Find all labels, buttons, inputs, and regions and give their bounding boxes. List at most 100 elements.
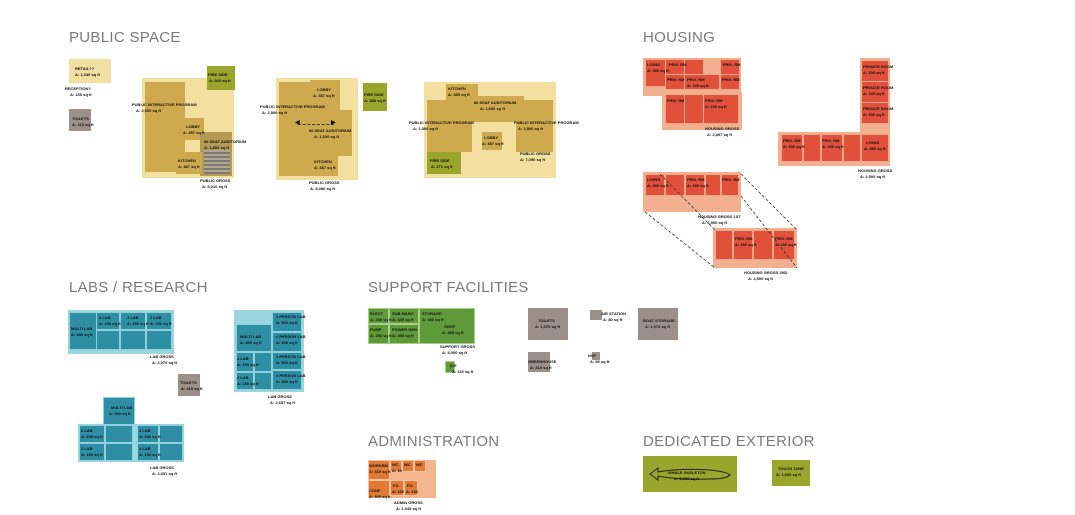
pip-1-label: PUBLIC INTERACTIVE PROGRAM [132,102,197,107]
sub-maint-block [389,308,419,324]
room-18-block [715,230,733,260]
kitchen-2-block [312,152,338,176]
public-gross-3-label: PUBLIC GROSS [520,151,551,156]
room-5-label: PRIV. RM [687,77,705,82]
lab-3a-label: 2 LAB [81,428,93,433]
wc-1-area: A: 15 [392,468,402,473]
auditorium-2-area: A: 1,600 sq ft [314,134,339,139]
touch-tank-area: A: 1,000 sq ft [776,472,801,477]
lab-3e-block [79,443,105,461]
public-gross-3-area: A: 7,050 sq ft [520,157,545,162]
housing-gross-2nd-area: A: 2,500 sq ft [748,276,773,281]
reception-label: RECEPTION? [65,86,91,91]
person-lab-4-area: A: 300 sq ft [276,379,298,384]
lab-1a-label: 2 LAB [99,315,111,320]
lab-2d-block [254,372,272,390]
lab-gross-2-area: A: 2,657 sq ft [270,400,295,405]
private-room-2-area: A: 150 sq ft [863,91,885,96]
room-21-area: A: 150 sq ft [775,242,797,247]
room-13-block [843,134,861,162]
pip-4-block [516,100,553,152]
lab-gross-3-label: LAB GROSS [150,465,174,470]
multi-lab-2-block [236,324,272,352]
room-5-area: A: 150 sq ft [687,83,709,88]
multi-lab-1-block [69,312,97,350]
room-17-label: PRIV. RM [722,177,740,182]
person-lab-3-label: 4 PERSON LAB [276,354,306,359]
fire-side-2-area: A: 358 sq ft [364,98,386,103]
auditorium-1-label: 86 SEAT AUDITORIUM [204,139,247,144]
fire-side-2-block [363,83,387,111]
shop-area: A: 455 sq ft [442,330,464,335]
lab-3g-label: 4 LAB [139,446,151,451]
fo-1-area: A: 150 [392,489,405,494]
lab-1f-block [146,330,172,350]
room-12-area: A: 150 sq ft [822,144,844,149]
wc-2-block [402,460,414,472]
lab-2a-area: A: 150 sq ft [237,362,259,367]
room-20-block [753,230,773,260]
section-title-exterior: DEDICATED EXTERIOR [643,433,815,450]
lab-3c-label: 4 LAB [139,428,151,433]
room-15-block [685,174,705,196]
lab-3e-area: A: 150 sq ft [81,452,103,457]
lab-1c-block [146,312,172,330]
lab-1a-area: A: 150 sq ft [99,321,121,326]
lab-1a-block [96,312,120,330]
ice-label: ICE [450,363,457,368]
room-21-block [773,230,795,260]
housing-gross-1st-label: HOUSING GROSS 1ST [698,214,741,219]
public-gross-1-area: A: 8,010 sq ft [202,184,227,189]
support-gross-label: SUPPORT GROSS [440,344,475,349]
ice-area: A: 115 sq ft [452,369,474,374]
workroom-label: WORKRM [369,463,388,468]
fire-side-2-label: FIRE SIDE [364,92,384,97]
person-lab-3-block [272,352,302,370]
lab-2c-block [236,372,254,390]
pump-block [368,324,389,344]
private-room-3-label: PRIVATE ROOM [863,106,894,111]
lab-3c-area: A: 150 sq ft [139,434,161,439]
person-lab-3-area: A: 300 sq ft [276,360,298,365]
fire-side-1-area: A: 345 sq ft [209,78,231,83]
fire-side-3-label: FIRE SIDE [430,158,450,163]
pump-area: A: 250 sq ft [370,333,392,338]
public-gross-2-area: A: 8,080 sq ft [310,186,335,191]
nsf-block [592,352,600,360]
living-3-block [645,174,665,196]
room-1-label: PRIV. RM [669,62,687,67]
auditorium-1-seating [204,150,230,174]
lab-2a-block [236,352,254,372]
person-lab-2-block [272,332,302,352]
room-10-label: PRIV. RM [783,138,801,143]
room-7-label: PRIV. RM [667,98,685,103]
fire-side-3-area: A: 271 sq ft [431,164,453,169]
touch-tank-label: TOUCH TANK [778,466,805,471]
workroom-block [368,460,390,480]
retail-label: RETAIL?? [75,66,95,71]
retail-area: A: 1,045 sq ft [75,72,100,77]
lab-3a-block [79,425,105,443]
pip-2-label: PUBLIC INTERACTIVE PROGRAM [260,104,325,109]
room-4-label: PRIV. RM [667,77,685,82]
wc-1-label: WC [392,462,399,467]
auditorium-1-area: A: 1,800 sq ft [204,145,229,150]
lab-toilets-label: TOILETS [180,380,197,385]
lab-3e-label: 2 LAB [81,446,93,451]
wc-3-label: WC [416,462,423,467]
housing-gross-1-area: A: 2,897 sq ft [707,132,732,137]
fo-2-label: FO [407,483,413,488]
lab-3b-block [105,425,133,443]
support-toilets-area: A: 1,070 sq ft [535,324,560,329]
lab-1b-block [120,312,146,330]
whale-skeleton-block [643,456,737,492]
greenhouse-block [528,352,550,372]
lobby-3-area: A: 387 sq ft [482,141,504,146]
room-5-block [684,74,720,90]
lab-3f-block [105,443,133,461]
lab-gross-2-label: LAB GROSS [268,394,292,399]
room-6-label: PRIV. RM [722,77,740,82]
kitchen-3-label: KITCHEN [448,86,466,91]
support-toilets-block [528,308,568,340]
private-room-3-block [861,102,889,124]
